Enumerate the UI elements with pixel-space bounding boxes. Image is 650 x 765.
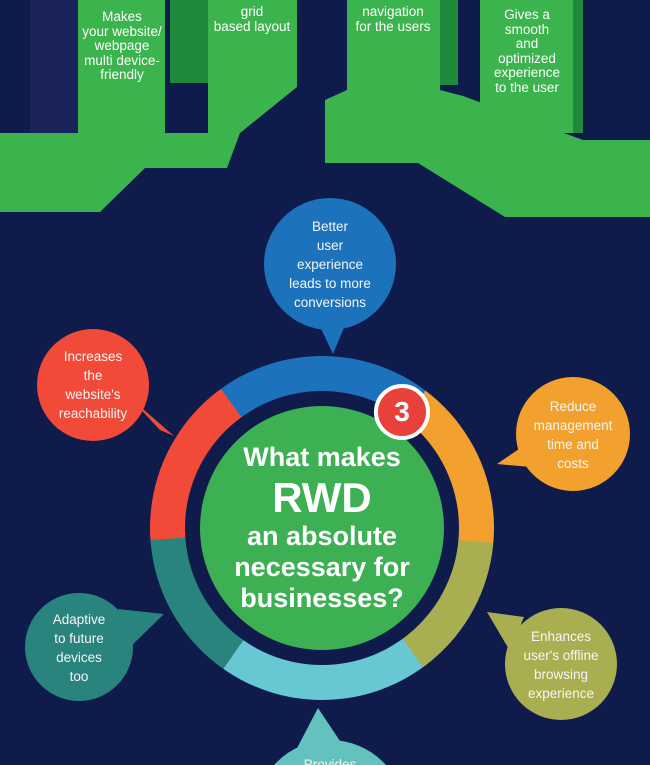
text-line: too [69, 669, 89, 684]
wheel-center-question: What makes RWD an absolute necessary for… [190, 441, 454, 614]
banner-shadow-smooth [573, 0, 583, 133]
text-line: the [83, 368, 103, 383]
text-line: reachability [58, 406, 128, 421]
bubble-future-devices-label: Adaptive to future devices too [26, 610, 132, 686]
text-line: an absolute [246, 521, 398, 551]
text-line: Adaptive [52, 612, 106, 627]
bubble-bottom-partial-label: Provides [256, 755, 404, 765]
ribbon-band-right [325, 90, 650, 217]
text-line: Better [311, 219, 349, 234]
banner-column-multi-device [78, 0, 165, 150]
banner-shadow-grid [170, 0, 208, 83]
banner-column-grid [208, 0, 297, 133]
text-line: navigation [362, 4, 424, 19]
bubble-management-costs-label: Reduce management time and costs [517, 397, 629, 473]
bubble-conversions [264, 198, 396, 330]
text-line: Reduce [549, 399, 597, 414]
text-line: for the users [355, 18, 431, 34]
bubble-offline-browsing-label: Enhances user's offline browsing experie… [506, 627, 616, 703]
text-line: website's [65, 387, 121, 402]
text-line: time and [547, 437, 599, 452]
banner-shadow-navigation [440, 0, 458, 85]
text-line: experience [493, 65, 561, 80]
bubble-future-devices [25, 593, 133, 701]
ribbon-fold-strip [30, 0, 78, 133]
text-line: browsing [533, 667, 589, 682]
text-line: What makes [243, 442, 401, 472]
text-line: Makes [102, 9, 142, 24]
text-line: webpage [94, 38, 150, 53]
text-line: conversions [293, 295, 367, 310]
text-line: friendly [100, 67, 144, 82]
text-line: RWD [272, 474, 372, 521]
text-line: optimized [498, 50, 556, 66]
badge-number: 3 [394, 396, 410, 427]
bubble-offline-browsing [505, 608, 617, 720]
bubble-reachability-label: Increases the website's reachability [38, 347, 148, 423]
text-line: multi device- [84, 52, 160, 68]
text-line: your website/ [82, 23, 162, 39]
text-line: Enhances [530, 629, 592, 644]
text-line: businesses? [240, 583, 404, 613]
banner-label-navigation: navigation for the users [338, 4, 448, 34]
text-line: grid [240, 4, 264, 19]
text-line: Increases [63, 349, 123, 364]
text-line: user [316, 238, 344, 253]
banner-label-multi-device: Makes your website/ webpage multi device… [67, 9, 177, 83]
text-line: Provides [303, 757, 357, 765]
text-line: management [533, 418, 613, 433]
banner-label-smooth: Gives a smooth and optimized experience … [472, 7, 582, 95]
bubble-conversions-label: Better user experience leads to more con… [265, 217, 395, 312]
step-number-badge: 3 [374, 384, 430, 440]
text-line: to future [54, 631, 104, 646]
text-line: experience [527, 686, 595, 701]
text-line: leads to more [289, 276, 371, 291]
text-line: to the user [495, 79, 559, 95]
text-line: Gives a [504, 7, 550, 22]
bubble-reachability [37, 329, 149, 441]
text-line: devices [56, 650, 102, 665]
text-line: necessary for [234, 552, 410, 582]
text-line: user's offline [523, 648, 599, 663]
banner-label-grid: grid based layout [197, 4, 307, 34]
text-line: and [515, 36, 539, 51]
wheel-center-circle [200, 406, 444, 650]
bubble-management-costs [516, 377, 630, 491]
bubble-tail-offline [487, 612, 524, 651]
text-line: smooth [504, 21, 550, 37]
text-line: costs [557, 456, 589, 471]
text-line: experience [296, 257, 364, 272]
ribbon-band-left [0, 133, 240, 212]
text-line: based layout [213, 18, 291, 34]
